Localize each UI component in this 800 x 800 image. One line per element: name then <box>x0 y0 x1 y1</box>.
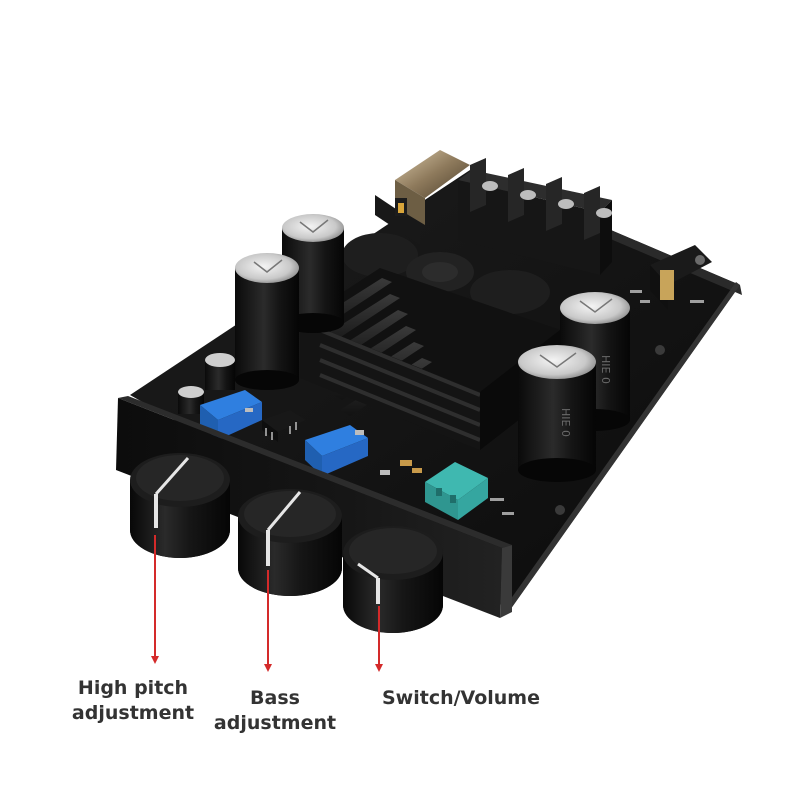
capacitor: HIE 0 <box>518 345 596 482</box>
bass-label-line1: Bass <box>250 687 300 709</box>
screw-terminal-block <box>458 158 612 275</box>
input-connector <box>375 150 470 245</box>
volume-label-line1: Switch/Volume <box>381 687 540 709</box>
inductors <box>342 233 550 314</box>
capacitor <box>235 253 299 390</box>
audio-jack <box>650 245 712 310</box>
treble-knob[interactable] <box>130 453 230 558</box>
high-pitch-label: High pitch adjustment <box>70 676 196 726</box>
mounting-hole <box>555 505 565 515</box>
bass-label-line2: adjustment <box>213 712 337 734</box>
bass-label: Bass adjustment <box>212 686 338 736</box>
svg-text:HIE 0: HIE 0 <box>599 355 612 384</box>
callout-arrows <box>151 535 383 672</box>
op-amp-ic <box>262 410 306 442</box>
bass-knob[interactable] <box>238 489 342 596</box>
svg-text:HIE 0: HIE 0 <box>559 408 572 437</box>
high-pitch-label-line2: adjustment <box>71 702 195 724</box>
high-pitch-label-line1: High pitch <box>77 677 189 699</box>
teal-connector <box>425 462 488 520</box>
small-capacitor <box>178 353 235 414</box>
volume-knob[interactable] <box>343 526 443 633</box>
heatsink <box>300 268 560 450</box>
mounting-hole <box>655 345 665 355</box>
blue-trimmer <box>305 425 368 476</box>
volume-label: Switch/Volume <box>380 686 542 711</box>
smd-components <box>245 408 422 475</box>
